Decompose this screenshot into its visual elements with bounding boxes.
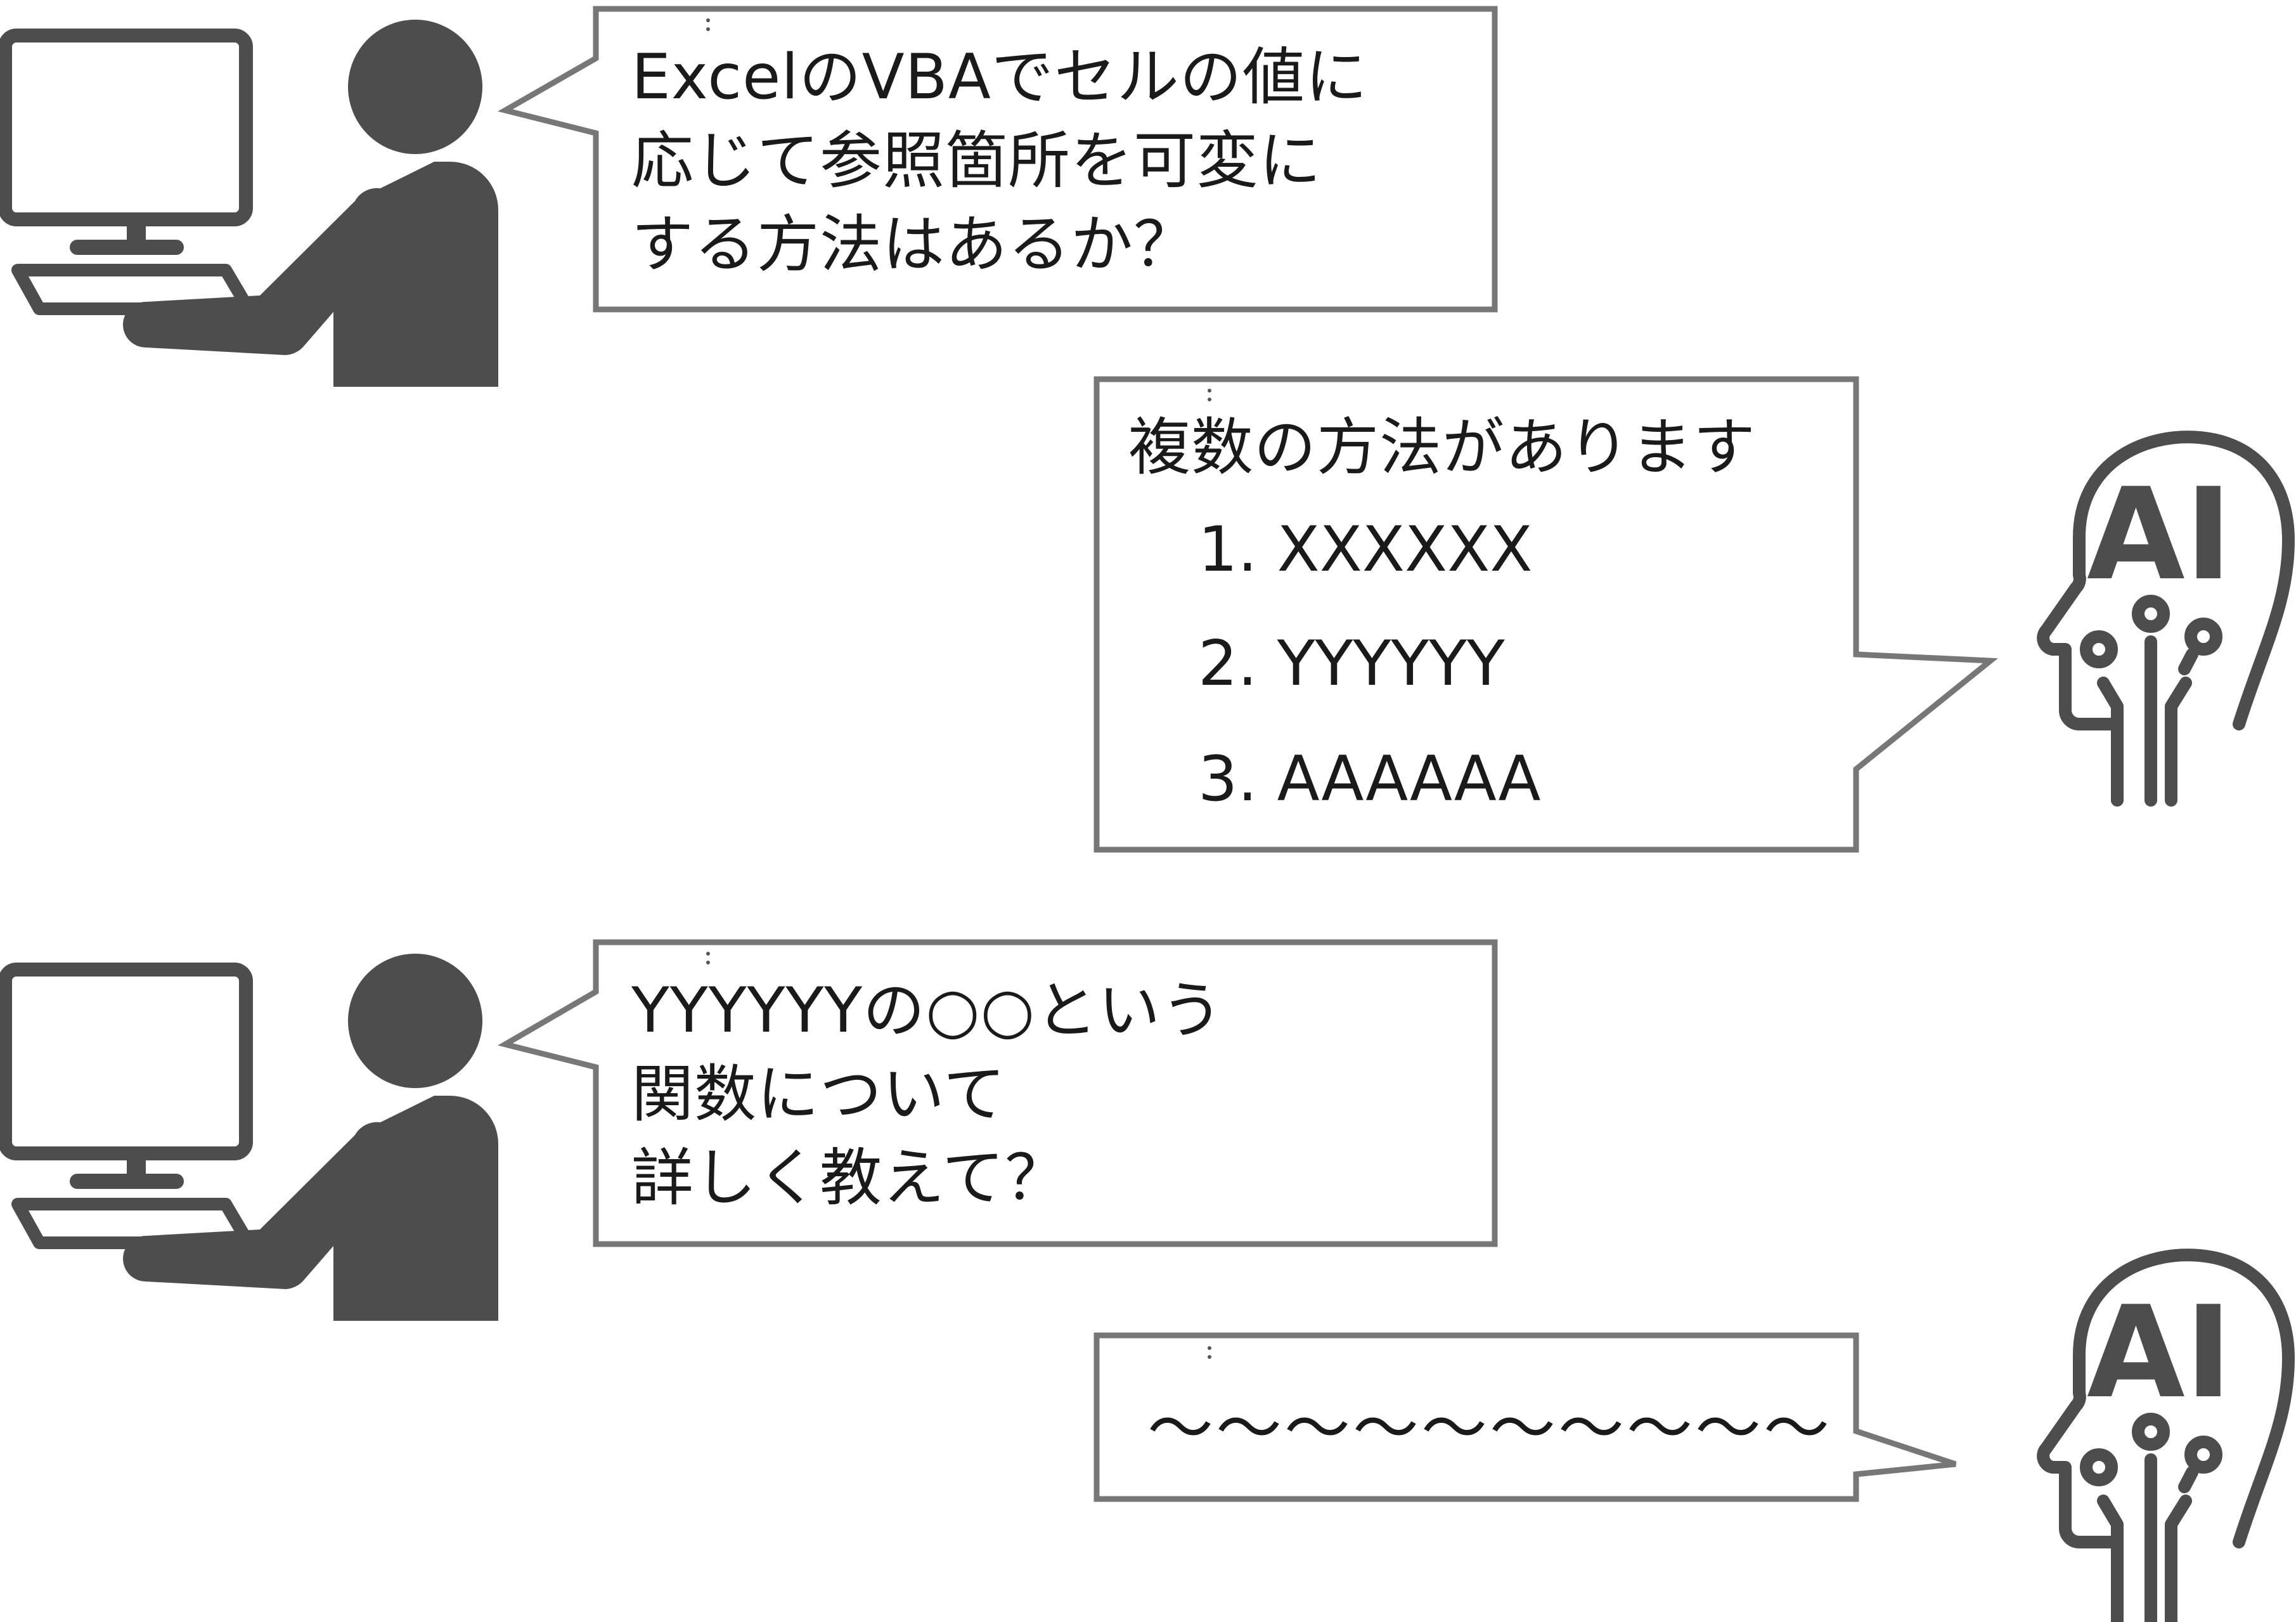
- reply-list-item-3: 3. AAAAAA: [1198, 743, 1541, 815]
- person-at-computer-icon: [0, 954, 498, 1321]
- user-bubble-1: [498, 6, 1498, 313]
- reply-list-item-2: 2. YYYYYY: [1198, 628, 1505, 700]
- message-line: 詳しく教えて？: [631, 1142, 1068, 1214]
- ai-head-icon: AI: [2037, 1249, 2295, 1622]
- ai-label: AI: [2087, 1279, 2232, 1427]
- cursor-marks: [706, 18, 1211, 1359]
- person-at-computer-icon: [0, 20, 498, 387]
- message-line: YYYYYYの○○という: [631, 975, 1224, 1047]
- reply-intro: 複数の方法があります: [1128, 412, 1757, 484]
- message-line: 関数について: [631, 1058, 1007, 1131]
- ai-reply-2-text: 〜〜〜〜〜〜〜〜〜〜: [1147, 1390, 1833, 1467]
- ai-head-icon: AI: [2037, 431, 2295, 807]
- ai-label: AI: [2087, 461, 2232, 609]
- ai-bubble-1: [1093, 376, 1999, 853]
- ai-reply-1-intro: 複数の方法があります: [1128, 406, 1756, 490]
- reply-list-item-1: 1. XXXXXX: [1198, 514, 1533, 586]
- message-line: 応じて参照箇所を可変に: [631, 125, 1322, 197]
- user-message-1: ExcelのVBAでセルの値に 応じて参照箇所を可変に する方法はあるか？: [631, 36, 1368, 287]
- message-line: する方法はあるか？: [631, 209, 1197, 281]
- ai-bubble-2: [1093, 1332, 1957, 1502]
- message-line: ExcelのVBAでセルの値に: [631, 41, 1368, 114]
- user-message-2: YYYYYYの○○という 関数について 詳しく教えて？: [631, 969, 1223, 1220]
- user-bubble-2: [498, 939, 1498, 1247]
